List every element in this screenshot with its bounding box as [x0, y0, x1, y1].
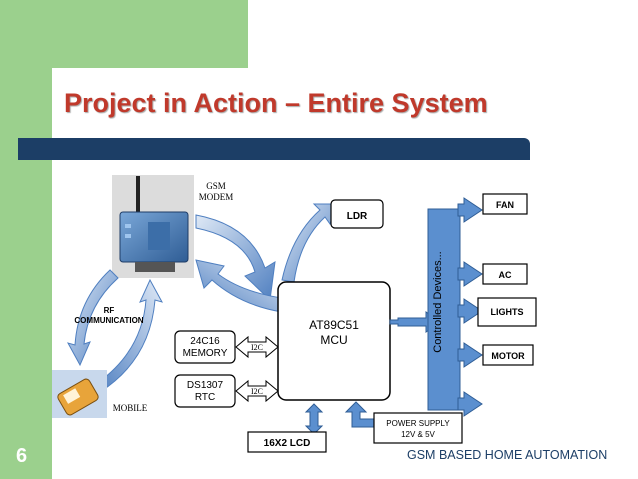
- rf-arrow-to-mobile: [66, 269, 119, 367]
- i2c-rtc-arrow: [235, 379, 279, 403]
- mcu-label-line1: AT89C51: [309, 318, 359, 332]
- mobile-label: MOBILE: [113, 403, 148, 413]
- mcu-label-line2: MCU: [320, 333, 347, 347]
- lcd-label: 16X2 LCD: [264, 438, 311, 449]
- mcu-block: [277, 281, 391, 401]
- rtc-label-line1: DS1307: [187, 380, 224, 391]
- rf-label-line2: COMMUNICATION: [74, 316, 143, 325]
- rtc-label-line2: RTC: [195, 392, 215, 403]
- power-to-mcu-arrow: [344, 401, 375, 428]
- power-supply-box: [373, 412, 463, 444]
- gsm-modem-image: [112, 175, 194, 278]
- i2c-memory-arrow: [235, 335, 279, 359]
- slide-number: 6: [16, 445, 28, 467]
- device-distribution-arrows: [427, 197, 483, 417]
- slide-footer: GSM BASED HOME AUTOMATION: [407, 448, 608, 462]
- mcu-to-modem-arrow: [195, 259, 283, 313]
- power-label-line2: 12V & 5V: [401, 430, 435, 439]
- fan-box: [482, 193, 528, 215]
- mobile-phone-image: [52, 370, 107, 418]
- title-underline-bar: [18, 138, 530, 160]
- fan-label: FAN: [496, 200, 514, 210]
- memory-label-line2: MEMORY: [183, 348, 228, 359]
- gsm-label-line1: GSM: [206, 181, 226, 191]
- ldr-label: LDR: [347, 211, 368, 222]
- ac-box: [482, 263, 528, 285]
- rtc-box: [174, 374, 236, 408]
- controlled-devices-label: Controlled Devices...: [432, 251, 444, 353]
- memory-label-line1: 24C16: [190, 336, 220, 347]
- i2c-memory-label: I2C: [251, 343, 263, 352]
- green-side-band: [0, 0, 52, 479]
- i2c-rtc-label: I2C: [251, 387, 263, 396]
- mcu-to-lcd-arrow: [304, 403, 324, 435]
- gsm-label-line2: MODEM: [199, 192, 234, 202]
- motor-label: MOTOR: [491, 351, 525, 361]
- mcu-to-ldr-arrow: [281, 203, 337, 283]
- lights-label: LIGHTS: [491, 307, 524, 317]
- ac-label: AC: [499, 270, 512, 280]
- memory-box: [174, 330, 236, 364]
- power-label-line1: POWER SUPPLY: [386, 419, 450, 428]
- motor-box: [482, 344, 534, 366]
- rf-label-line1: RF: [104, 306, 115, 315]
- green-top-band: [0, 0, 248, 68]
- slide-title: Project in Action – Entire System: [64, 88, 488, 118]
- lcd-box: [247, 431, 327, 453]
- rf-arrow-to-modem: [95, 278, 164, 393]
- lights-box: [477, 297, 537, 327]
- modem-to-mcu-arrow: [195, 214, 276, 302]
- ldr-box: [330, 199, 384, 229]
